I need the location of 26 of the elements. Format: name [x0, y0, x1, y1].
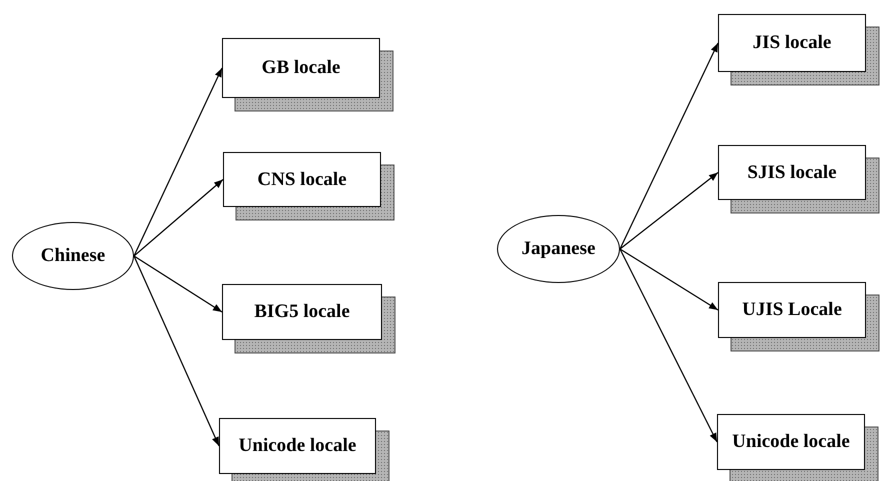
node-label: JIS locale [752, 31, 832, 55]
node-label: Chinese [40, 244, 106, 268]
arrow [620, 172, 718, 250]
arrow [134, 256, 222, 312]
node-label: GB locale [262, 56, 340, 80]
locale-box [219, 418, 376, 474]
arrow [133, 256, 220, 446]
node-label: CNS locale [257, 168, 347, 192]
arrow [133, 68, 223, 256]
locale-box [222, 284, 382, 340]
node-label: BIG5 locale [254, 300, 350, 324]
arrow [619, 248, 718, 442]
node-label: Japanese [522, 237, 596, 261]
node-label: Unicode locale [238, 434, 356, 458]
locale-box [223, 152, 381, 207]
locale-box [718, 145, 866, 200]
locale-box [222, 38, 380, 98]
locale-box [718, 282, 866, 338]
arrow [620, 248, 718, 311]
node-label: UJIS Locale [742, 298, 842, 322]
arrow [134, 179, 224, 256]
arrow [619, 42, 719, 250]
locale-box [718, 14, 866, 72]
locale-box [717, 414, 865, 470]
node-label: Unicode locale [732, 430, 850, 454]
node-label: SJIS locale [747, 160, 837, 184]
